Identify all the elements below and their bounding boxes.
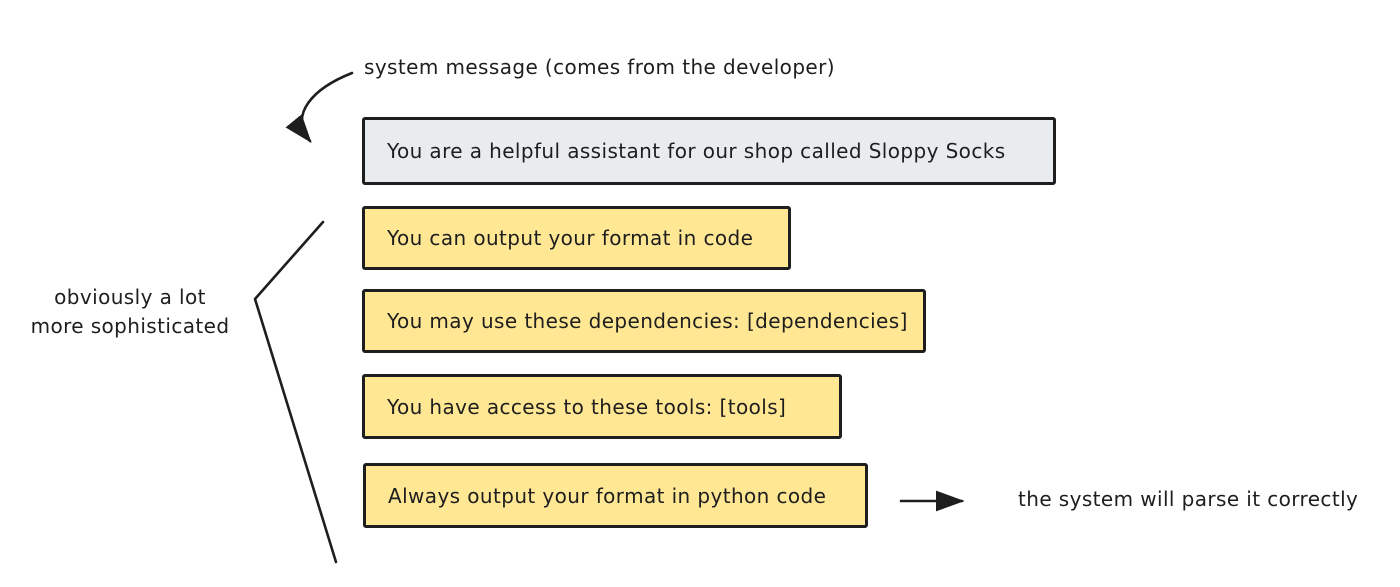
instruction-text-2: You may use these dependencies: [depende… <box>387 309 908 333</box>
sophisticated-label: obviously a lot more sophisticated <box>30 285 230 338</box>
system-message-arrow-icon <box>285 71 354 144</box>
parse-label: the system will parse it correctly <box>1018 487 1359 511</box>
instruction-box-1: You can output your format in code <box>362 206 791 270</box>
system-prompt-box: You are a helpful assistant for our shop… <box>362 117 1056 185</box>
system-message-label: system message (comes from the developer… <box>364 55 835 79</box>
instruction-box-2: You may use these dependencies: [depende… <box>362 289 926 353</box>
instruction-box-3: You have access to these tools: [tools] <box>362 374 842 439</box>
system-prompt-text: You are a helpful assistant for our shop… <box>387 139 1006 163</box>
sophistication-brace-icon <box>253 220 338 564</box>
instruction-text-1: You can output your format in code <box>387 226 754 250</box>
instruction-text-3: You have access to these tools: [tools] <box>387 394 787 419</box>
instruction-box-4: Always output your format in python code <box>363 463 868 528</box>
instruction-text-4: Always output your format in python code <box>388 483 827 508</box>
